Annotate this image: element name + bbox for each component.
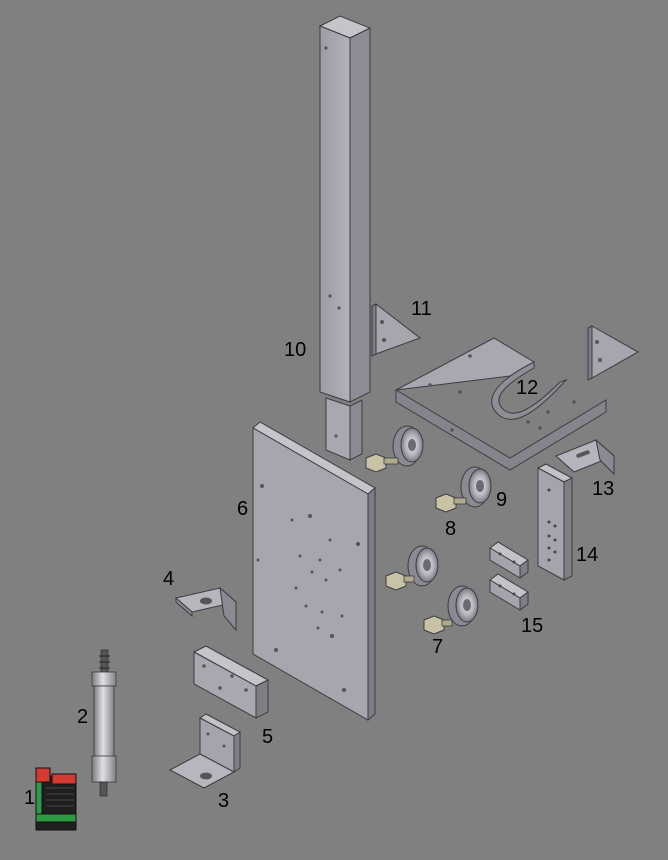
part-9-wheel-d	[447, 585, 479, 627]
part-10-vertical-column	[318, 15, 372, 461]
part-1-guide-block	[35, 767, 77, 831]
label-part-2: 2	[77, 706, 88, 728]
label-part-9: 9	[496, 489, 507, 511]
label-part-7: 7	[432, 636, 443, 658]
label-part-8: 8	[445, 518, 456, 540]
part-15-block-upper	[489, 541, 529, 579]
part-9-wheel-b	[460, 466, 492, 508]
part-9-wheel-a	[392, 425, 424, 467]
part-9-wheel-c	[407, 545, 439, 587]
part-2-cylinder	[91, 649, 117, 797]
part-7-bolt-a	[385, 571, 415, 591]
part-7-bolt-b	[423, 615, 453, 635]
label-part-1: 1	[24, 787, 35, 809]
part-8-bolt-b	[435, 493, 467, 513]
part-14-vertical-bar	[536, 463, 574, 581]
label-part-3: 3	[218, 790, 229, 812]
part-12-base-plate	[395, 337, 607, 471]
label-part-13: 13	[592, 478, 614, 500]
part-15-block-lower	[489, 573, 529, 611]
label-part-4: 4	[163, 568, 174, 590]
part-11-gusset-left	[371, 302, 422, 357]
part-4-bracket	[174, 586, 238, 632]
part-5-block	[192, 645, 270, 719]
part-8-bolt-a	[365, 453, 399, 473]
part-6-mounting-plate	[252, 421, 376, 722]
label-part-6: 6	[237, 498, 248, 520]
part-13-angle-bracket	[555, 438, 615, 476]
label-part-15: 15	[521, 615, 543, 637]
part-3-l-bracket	[168, 713, 241, 789]
label-part-10: 10	[284, 339, 306, 361]
label-part-5: 5	[262, 726, 273, 748]
part-11-gusset-right	[587, 325, 640, 381]
label-part-12: 12	[516, 377, 538, 399]
label-part-14: 14	[576, 544, 598, 566]
label-part-11: 11	[411, 298, 432, 320]
